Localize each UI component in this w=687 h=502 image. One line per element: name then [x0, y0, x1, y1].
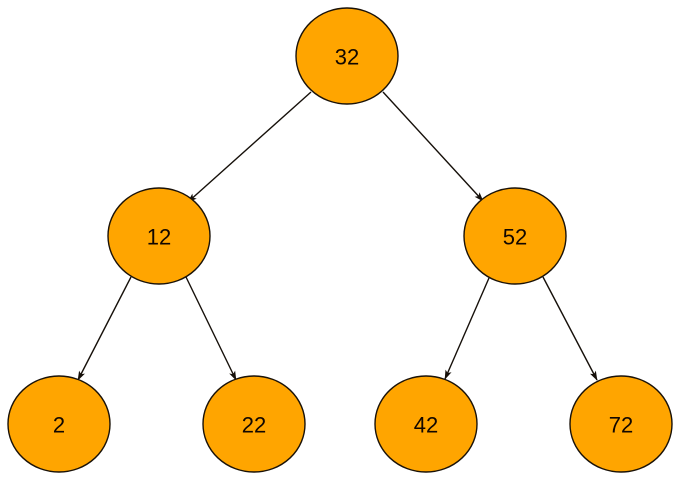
node-circle-12 [107, 187, 211, 285]
tree-edge-12-to-2 [77, 276, 132, 381]
tree-node-52[interactable]: 52 [463, 187, 567, 285]
tree-node-2[interactable]: 2 [7, 375, 111, 473]
node-circle-42 [374, 375, 478, 473]
node-circle-52 [463, 187, 567, 285]
tree-node-42[interactable]: 42 [374, 375, 478, 473]
tree-node-22[interactable]: 22 [202, 375, 306, 473]
tree-node-72[interactable]: 72 [569, 375, 673, 473]
edges-layer [77, 91, 598, 381]
tree-edge-52-to-42 [444, 277, 490, 380]
node-circle-2 [7, 375, 111, 473]
tree-edge-12-to-22 [185, 276, 237, 381]
tree-edge-32-to-52 [382, 91, 484, 202]
node-circle-22 [202, 375, 306, 473]
tree-edge-52-to-72 [542, 276, 598, 381]
node-circle-32 [295, 7, 399, 105]
node-circle-72 [569, 375, 673, 473]
tree-node-12[interactable]: 12 [107, 187, 211, 285]
tree-edge-32-to-12 [187, 91, 312, 203]
tree-node-32[interactable]: 32 [295, 7, 399, 105]
